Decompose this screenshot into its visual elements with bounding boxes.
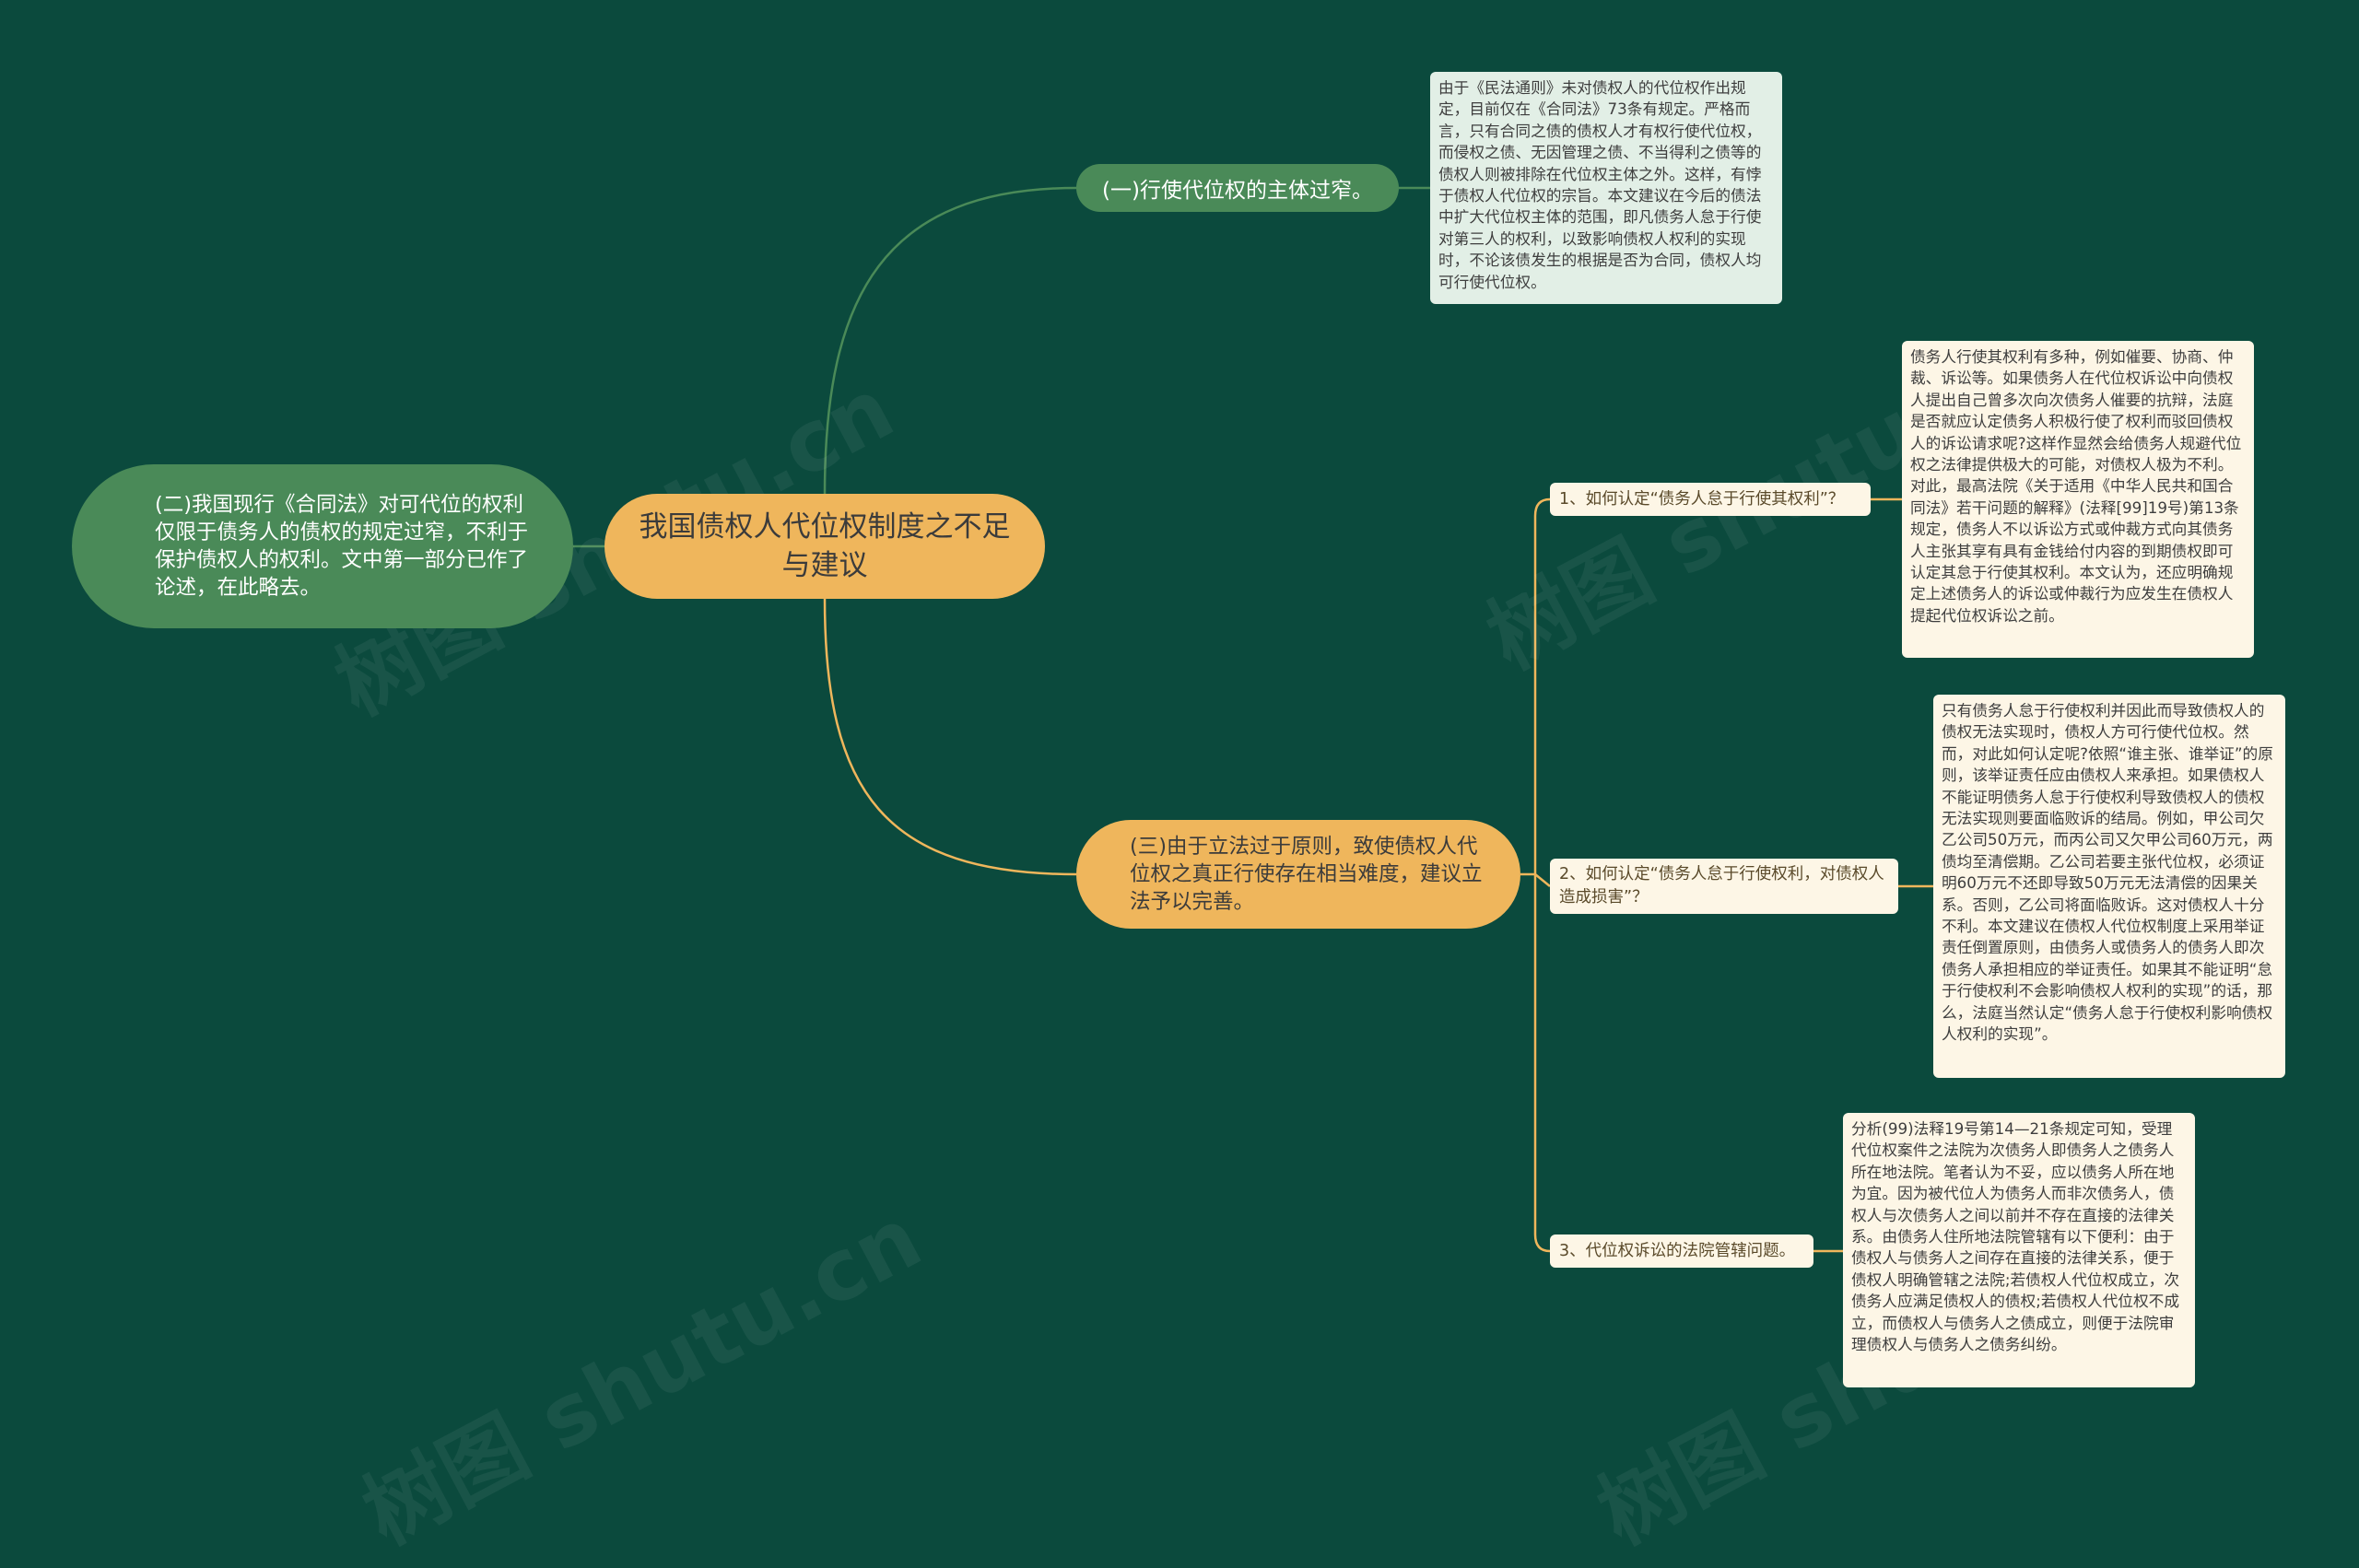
- connector-branch3-sub1: [1520, 497, 1551, 876]
- branch-1-node[interactable]: (一)行使代位权的主体过窄。: [1076, 164, 1399, 212]
- branch-1-label: (一)行使代位权的主体过窄。: [1102, 179, 1373, 203]
- branch-3-label: (三)由于立法过于原则，致使债权人代位权之真正行使存在相当难度，建议立法予以完善…: [1130, 835, 1483, 914]
- branch-1-detail[interactable]: 由于《民法通则》未对债权人的代位权作出规定，目前仅在《合同法》73条有规定。严格…: [1430, 72, 1782, 304]
- mind-map-connectors: [573, 186, 1933, 1253]
- root-topic[interactable]: 我国债权人代位权制度之不足与建议: [604, 494, 1045, 599]
- connector-branch3-sub2: [1534, 873, 1551, 887]
- sub-1-detail-text: 债务人行使其权利有多种，例如催要、协商、仲裁、诉讼等。如果债务人在代位权诉讼中向…: [1910, 347, 2242, 625]
- sub-3-label: 3、代位权诉讼的法院管辖问题。: [1559, 1241, 1796, 1260]
- connector-root-branch1: [823, 186, 1077, 495]
- branch-3-sub-1[interactable]: 1、如何认定“债务人怠于行使其权利”？: [1550, 483, 1871, 516]
- connector-root-branch3: [823, 598, 1077, 876]
- branch-2-label: (二)我国现行《合同法》对可代位的权利仅限于债务人的债权的规定过窄，不利于保护债…: [155, 493, 529, 600]
- branch-3-sub-3[interactable]: 3、代位权诉讼的法院管辖问题。: [1550, 1235, 1813, 1268]
- branch-3-sub-2[interactable]: 2、如何认定“债务人怠于行使权利，对债权人造成损害”？: [1550, 859, 1898, 914]
- sub-2-detail[interactable]: 只有债务人怠于行使权利并因此而导致债权人的债权无法实现时，债权人方可行使代位权。…: [1933, 695, 2285, 1078]
- branch-2-node[interactable]: (二)我国现行《合同法》对可代位的权利仅限于债务人的债权的规定过窄，不利于保护债…: [72, 464, 573, 628]
- sub-1-detail[interactable]: 债务人行使其权利有多种，例如催要、协商、仲裁、诉讼等。如果债务人在代位权诉讼中向…: [1902, 341, 2254, 658]
- sub-1-label: 1、如何认定“债务人怠于行使其权利”？: [1559, 489, 1845, 509]
- sub-2-label: 2、如何认定“债务人怠于行使权利，对债权人造成损害”？: [1559, 865, 1884, 907]
- sub-3-detail[interactable]: 分析(99)法释19号第14—21条规定可知，受理代位权案件之法院为次债务人即债…: [1843, 1113, 2195, 1387]
- branch-1-detail-text: 由于《民法通则》未对债权人的代位权作出规定，目前仅在《合同法》73条有规定。严格…: [1438, 78, 1762, 291]
- branch-3-node[interactable]: (三)由于立法过于原则，致使债权人代位权之真正行使存在相当难度，建议立法予以完善…: [1076, 820, 1520, 929]
- connector-branch3-sub3: [1533, 874, 1551, 1253]
- sub-3-detail-text: 分析(99)法释19号第14—21条规定可知，受理代位权案件之法院为次债务人即债…: [1851, 1119, 2180, 1354]
- root-topic-label: 我国债权人代位权制度之不足与建议: [639, 510, 1011, 582]
- sub-2-detail-text: 只有债务人怠于行使权利并因此而导致债权人的债权无法实现时，债权人方可行使代位权。…: [1942, 701, 2273, 1044]
